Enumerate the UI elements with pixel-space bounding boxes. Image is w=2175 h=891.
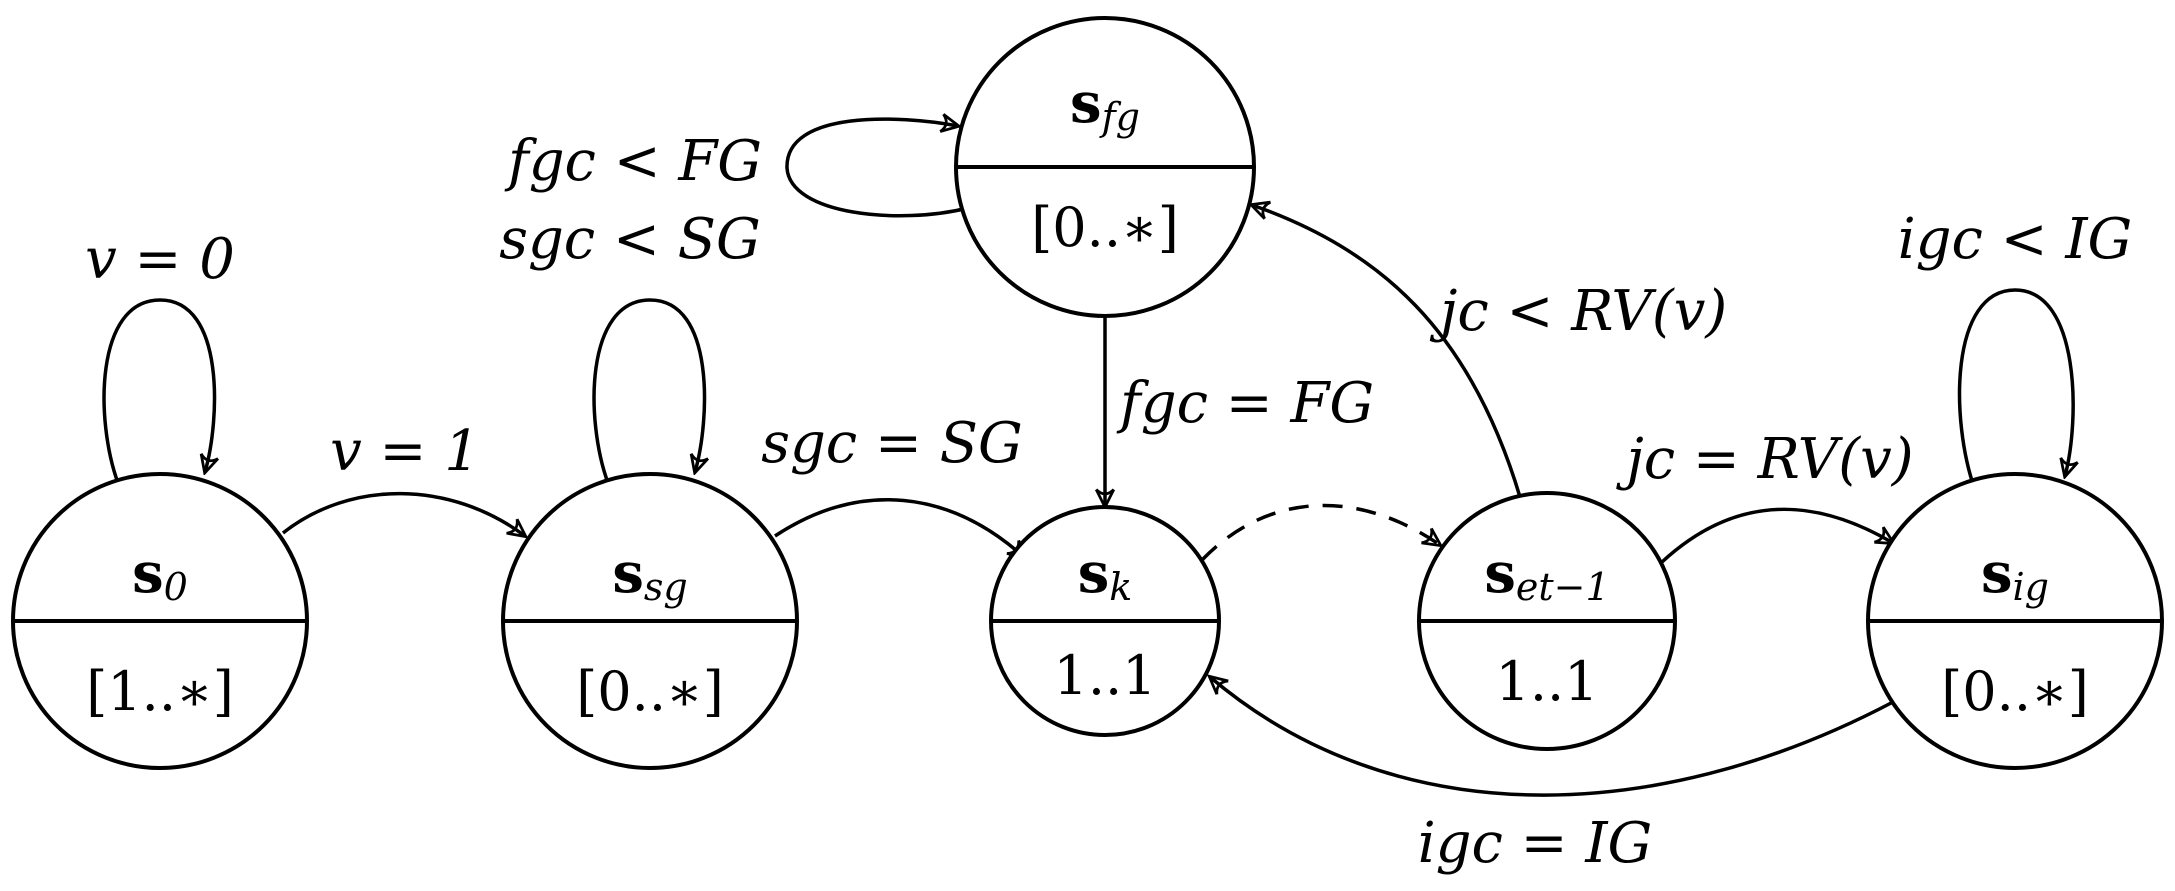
- state-sk: sk 1..1: [989, 505, 1221, 737]
- label-s0-to-ssg: v = 1: [330, 419, 480, 484]
- edge-s0-self-loop: [102, 298, 214, 484]
- svg-text:sig: sig: [1981, 540, 2049, 609]
- state-set1-name: s: [1484, 540, 1516, 606]
- svg-text:ssg: ssg: [612, 540, 687, 609]
- label-set1-to-sig: jc = RV(v): [1615, 427, 1913, 492]
- edge-set1-to-sfg: [1252, 205, 1522, 498]
- edge-sig-to-sk: [1210, 677, 1894, 797]
- state-s0-multiplicity: [1..∗]: [86, 660, 234, 723]
- state-sig: sig [0..∗]: [1866, 472, 2164, 770]
- svg-text:set−1: set−1: [1484, 540, 1609, 609]
- label-sig-self-loop: igc < IG: [1898, 207, 2133, 272]
- edge-set1-to-sig: [1660, 507, 1893, 564]
- label-sfg-to-sk: fgc = FG: [1116, 371, 1374, 436]
- edge-sfg-self-loop: [785, 119, 969, 218]
- state-ssg: ssg [0..∗]: [501, 472, 799, 770]
- state-sfg-name: s: [1070, 70, 1102, 136]
- state-sk-subscript: k: [1109, 565, 1132, 609]
- edge-ssg-self-loop: [592, 298, 704, 484]
- state-sk-name: s: [1078, 540, 1110, 606]
- edge-sk-to-set1: [1200, 503, 1440, 562]
- state-sfg-subscript: fg: [1099, 95, 1140, 139]
- svg-text:s0: s0: [132, 540, 188, 609]
- state-s0: s0 [1..∗]: [11, 472, 309, 770]
- state-s0-subscript: 0: [164, 565, 188, 609]
- label-set1-to-sfg: jc < RV(v): [1429, 279, 1727, 344]
- state-ssg-name: s: [612, 540, 644, 606]
- label-sig-to-sk: igc = IG: [1418, 811, 1653, 876]
- state-sig-multiplicity: [0..∗]: [1941, 660, 2089, 723]
- state-ssg-subscript: sg: [644, 565, 688, 609]
- label-sfg-self-loop: fgc < FG: [504, 129, 762, 194]
- label-ssg-to-sk: sgc = SG: [761, 411, 1023, 476]
- state-sig-subscript: ig: [2013, 565, 2049, 609]
- state-s0-name: s: [132, 540, 164, 606]
- state-sig-name: s: [1981, 540, 2013, 606]
- edge-ssg-to-sk: [774, 497, 1025, 558]
- label-ssg-self-loop: sgc < SG: [499, 207, 761, 272]
- svg-text:sfg: sfg: [1070, 70, 1140, 139]
- state-set1-multiplicity: 1..1: [1495, 650, 1598, 713]
- state-ssg-multiplicity: [0..∗]: [576, 660, 724, 723]
- state-set1-subscript: et−1: [1516, 565, 1610, 609]
- state-sfg: sfg [0..∗]: [954, 16, 1256, 318]
- svg-text:sk: sk: [1078, 540, 1133, 609]
- state-sk-multiplicity: 1..1: [1053, 644, 1156, 707]
- edge-sig-self-loop: [1957, 288, 2074, 491]
- edge-s0-to-ssg: [281, 491, 525, 536]
- label-s0-self-loop: v = 0: [85, 227, 235, 292]
- state-set1: set−1 1..1: [1417, 491, 1677, 751]
- state-sfg-multiplicity: [0..∗]: [1031, 196, 1179, 259]
